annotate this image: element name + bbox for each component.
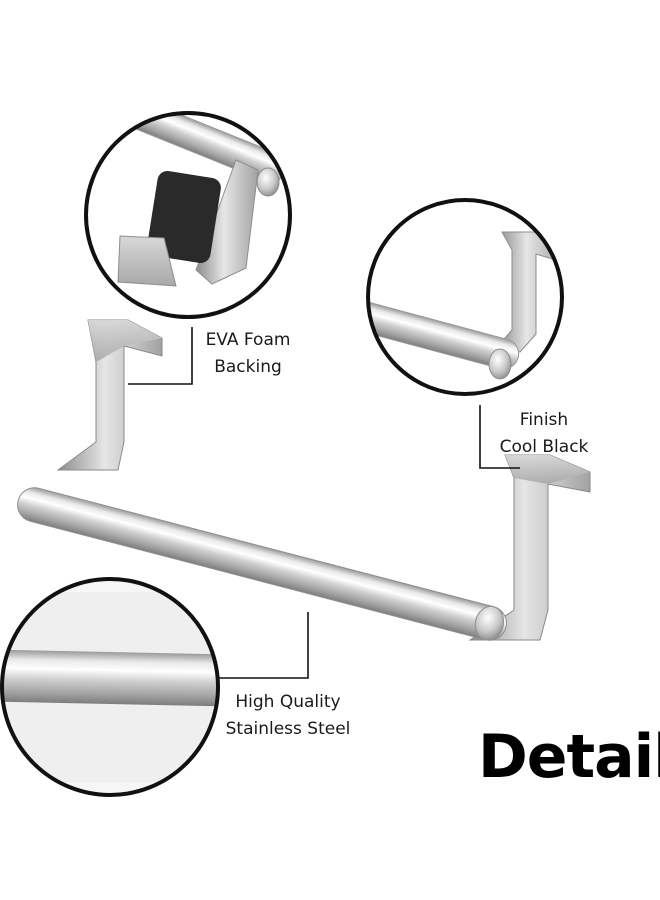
steel-label-line1: High Quality bbox=[235, 692, 341, 712]
finish-label-line1: Finish bbox=[519, 410, 569, 430]
steel-label-line2: Stainless Steel bbox=[225, 719, 351, 739]
finish-callout-label: Finish Cool Black bbox=[490, 407, 598, 461]
foam-label-line1: EVA Foam bbox=[205, 330, 291, 350]
towel-bar bbox=[17, 319, 591, 641]
steel-detail-circle bbox=[0, 577, 220, 797]
foam-detail-circle bbox=[84, 111, 292, 319]
finish-label-line2: Cool Black bbox=[499, 437, 589, 457]
towel-rod bbox=[17, 487, 507, 641]
rod-end-cap bbox=[474, 605, 505, 641]
finish-callout-line bbox=[479, 405, 520, 469]
foam-callout-label: EVA Foam Backing bbox=[198, 327, 298, 381]
foam-label-line2: Backing bbox=[214, 357, 282, 377]
steel-callout-line bbox=[218, 612, 309, 679]
steel-callout-label: High Quality Stainless Steel bbox=[218, 689, 358, 743]
foam-callout-line bbox=[128, 327, 193, 385]
foam-pad bbox=[147, 170, 221, 264]
finish-detail-circle bbox=[366, 198, 564, 396]
left-bracket bbox=[56, 319, 163, 471]
detail-title: Detail bbox=[478, 722, 660, 792]
